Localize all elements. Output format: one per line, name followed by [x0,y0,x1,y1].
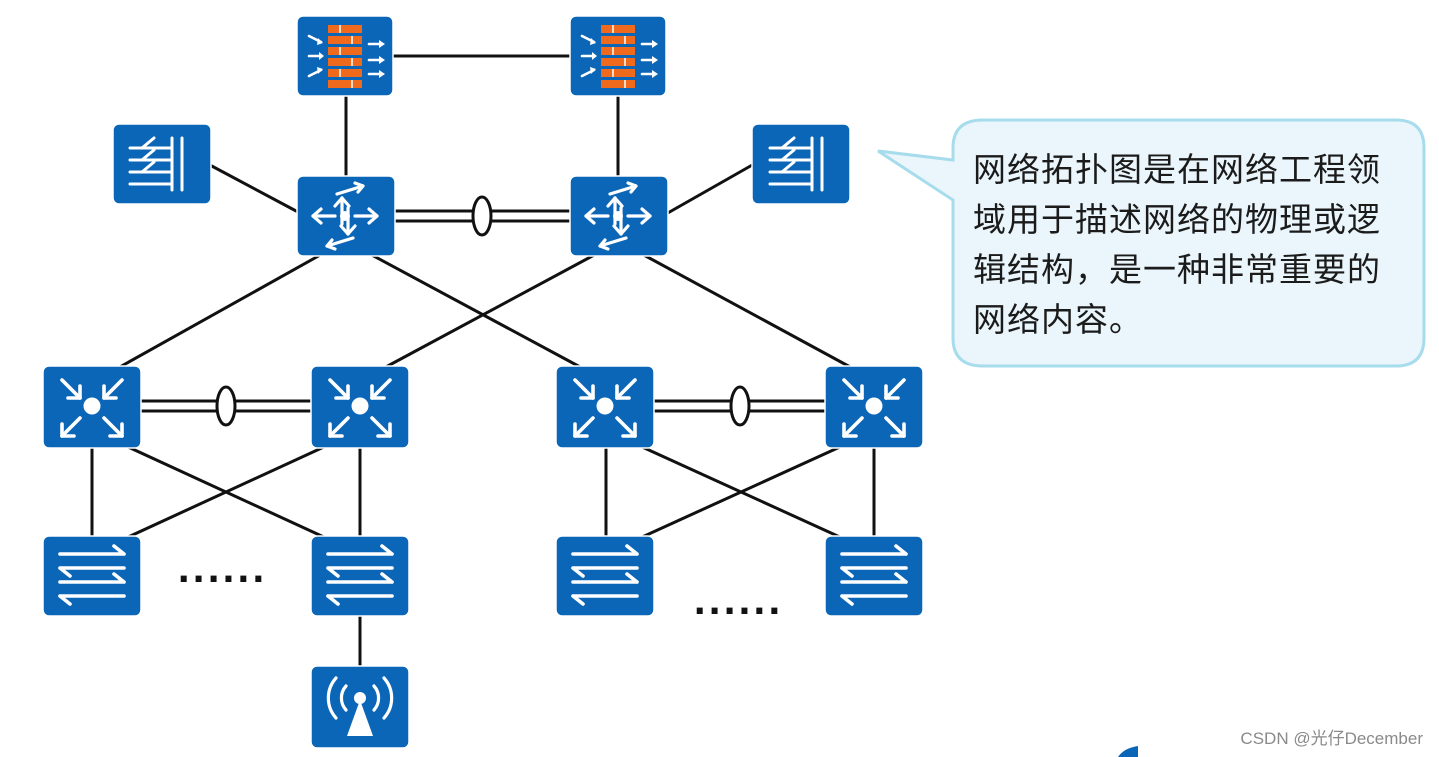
server-2[interactable] [751,123,851,205]
firewall-2[interactable] [569,15,667,97]
core-switch-1[interactable] [42,365,142,449]
core-switch-2[interactable] [310,365,410,449]
ellipsis-left: ...... [177,551,267,591]
watermark: CSDN @光仔December [1240,729,1423,748]
router-2[interactable] [569,175,669,257]
access-switch-2[interactable] [310,535,410,617]
access-switch-4[interactable] [824,535,924,617]
access-switch-1[interactable] [42,535,142,617]
firewall-1[interactable] [296,15,394,97]
aggregation-marker [729,385,751,427]
aggregation-marker [215,385,237,427]
core-switch-4[interactable] [824,365,924,449]
callout-bubble [877,118,1426,368]
core-switch-3[interactable] [555,365,655,449]
router-1[interactable] [296,175,396,257]
aggregation-marker [471,195,493,237]
server-1[interactable] [112,123,212,205]
wireless-ap[interactable] [310,665,410,749]
link-aggregation-markers [215,195,751,427]
decorative-shape [1118,746,1138,757]
callout-text: 网络拓扑图是在网络工程领域用于描述网络的物理或逻辑结构，是一种非常重要的网络内容… [973,150,1381,339]
access-switch-3[interactable] [555,535,655,617]
ellipsis-right: ...... [693,583,783,623]
